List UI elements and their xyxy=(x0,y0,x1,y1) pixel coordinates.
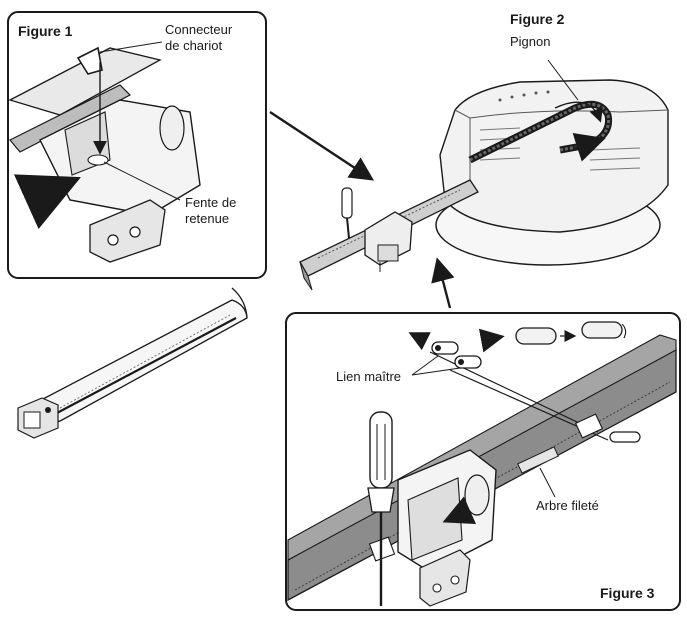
sprocket-label: Pignon xyxy=(510,34,551,49)
figure1-panel xyxy=(7,11,267,279)
figure3-panel xyxy=(285,312,681,611)
retention-slot-label-line1: Fente de xyxy=(185,195,237,210)
threaded-shaft-label: Arbre fileté xyxy=(536,498,599,513)
retention-slot-label-line2: retenue xyxy=(185,211,230,226)
fig1-pointer-arrow xyxy=(269,110,375,181)
master-link-label: Lien maître xyxy=(336,369,402,384)
fig3-pointer-arrow xyxy=(431,257,455,309)
center-rail xyxy=(299,179,479,291)
carriage-connector-label-line2: de chariot xyxy=(165,38,223,53)
screwdriver xyxy=(367,411,395,606)
lower-rail xyxy=(17,287,248,439)
opener-head xyxy=(435,59,669,266)
master-link-parts xyxy=(408,321,641,443)
figure1-title: Figure 1 xyxy=(18,23,73,39)
figure3-title: Figure 3 xyxy=(600,585,655,601)
figure2-title: Figure 2 xyxy=(510,11,565,27)
carriage-connector-label-line1: Connecteur xyxy=(165,22,233,37)
